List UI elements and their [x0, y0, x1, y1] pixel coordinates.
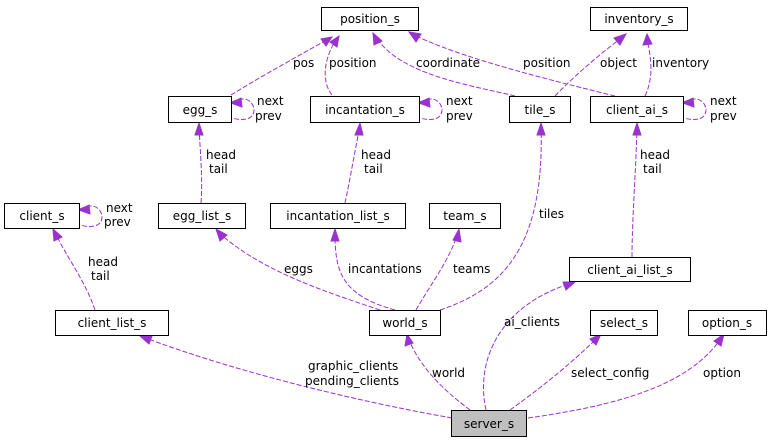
edge-tile-object [554, 33, 628, 97]
edge-server-world [404, 332, 471, 411]
edge-label-egg-pos: pos [293, 56, 314, 70]
edge-world-incantations [330, 227, 396, 311]
edge-egg-self [229, 97, 255, 121]
edge-label-server-select-config: select_config [571, 366, 649, 380]
edge-world-teams [415, 227, 462, 311]
node-label: team_s [443, 209, 486, 223]
edge-server-clients [138, 335, 453, 419]
node-client-s[interactable]: client_s [4, 203, 80, 229]
edge-label-client-ai-list-tail: tail [643, 162, 662, 176]
node-label: incantation_list_s [286, 209, 389, 223]
edge-label-egg-list-head: head [206, 148, 236, 162]
edge-client-ai-self [681, 97, 707, 121]
node-label: incantation_s [325, 103, 405, 117]
edge-label-world-eggs: eggs [284, 262, 313, 276]
node-tile-s[interactable]: tile_s [509, 96, 571, 123]
edge-client-ai-position [407, 31, 616, 97]
node-client-ai-list-s[interactable]: client_ai_list_s [569, 257, 691, 282]
edge-label-egg-list-tail: tail [209, 162, 228, 176]
node-label: position_s [340, 12, 400, 26]
edge-label-client-next: next [106, 201, 133, 215]
node-client-list-s[interactable]: client_list_s [55, 310, 169, 336]
edge-label-incantation-next: next [446, 94, 473, 108]
edge-incantation-list-head [344, 121, 364, 204]
edge-client-ai-list-head [631, 121, 642, 258]
edge-label-tile-coordinate: coordinate [416, 56, 480, 70]
node-world-s[interactable]: world_s [369, 310, 441, 336]
node-inventory-s[interactable]: inventory_s [590, 7, 688, 31]
edge-label-incantation-position: position [329, 56, 377, 70]
node-label: client_ai_s [606, 103, 668, 117]
node-label: egg_s [183, 103, 218, 117]
edge-egg-list-head [194, 121, 204, 204]
node-incantation-s[interactable]: incantation_s [310, 96, 420, 123]
edge-label-egg-next: next [257, 94, 284, 108]
edge-label-client-ai-prev: prev [710, 109, 737, 123]
edge-label-server-pending-clients: pending_clients [305, 374, 399, 388]
edge-label-client-list-tail: tail [91, 269, 110, 283]
edge-label-client-ai-list-head: head [640, 148, 670, 162]
edge-client-self [77, 204, 103, 228]
edge-label-egg-prev: prev [255, 109, 282, 123]
edge-label-incantation-prev: prev [446, 109, 473, 123]
edge-egg-pos [230, 36, 334, 96]
node-label: inventory_s [604, 12, 673, 26]
edge-label-incantation-list-head: head [361, 148, 391, 162]
edge-tile-coordinate [372, 31, 516, 97]
edge-client-ai-inventory [642, 32, 653, 97]
node-position-s[interactable]: position_s [321, 7, 419, 31]
edge-label-world-incantations: incantations [348, 262, 422, 276]
node-label: select_s [600, 316, 648, 330]
node-label: client_list_s [78, 316, 147, 330]
node-label: server_s [464, 417, 514, 431]
edge-label-server-option: option [703, 366, 741, 380]
node-label: option_s [702, 316, 752, 330]
node-label: tile_s [524, 103, 555, 117]
edge-label-world-tiles: tiles [539, 207, 564, 221]
node-option-s[interactable]: option_s [688, 310, 767, 336]
edge-label-server-ai-clients: ai_clients [504, 315, 560, 329]
edge-label-client-prev: prev [104, 215, 131, 229]
edge-label-client-ai-position: position [523, 56, 571, 70]
node-egg-s[interactable]: egg_s [168, 96, 232, 123]
edge-incantation-self [417, 97, 443, 121]
edge-label-client-ai-inventory: inventory [652, 56, 709, 70]
edge-server-option [527, 332, 725, 419]
edge-label-incantation-list-tail: tail [364, 162, 383, 176]
node-label: world_s [382, 316, 427, 330]
edge-server-ai-clients [483, 281, 577, 411]
node-select-s[interactable]: select_s [590, 310, 658, 336]
edge-world-tiles [439, 121, 546, 311]
node-label: client_ai_list_s [587, 263, 673, 277]
node-client-ai-s[interactable]: client_ai_s [590, 96, 684, 123]
edge-label-world-teams: teams [453, 262, 490, 276]
edge-client-list-head [52, 227, 96, 311]
edge-label-server-graphic-clients: graphic_clients [308, 359, 398, 373]
node-team-s[interactable]: team_s [429, 203, 501, 229]
edge-incantation-position [324, 34, 340, 96]
node-egg-list-s[interactable]: egg_list_s [158, 203, 246, 229]
edge-server-select-config [509, 332, 603, 411]
edge-world-eggs [215, 227, 381, 311]
node-incantation-list-s[interactable]: incantation_list_s [270, 203, 406, 229]
node-server-s[interactable]: server_s [451, 410, 527, 437]
edge-label-client-list-head: head [88, 255, 118, 269]
edge-label-server-world: world [432, 366, 465, 380]
edge-label-client-ai-next: next [710, 94, 737, 108]
edge-label-tile-object: object [600, 56, 637, 70]
node-label: client_s [19, 209, 64, 223]
node-label: egg_list_s [173, 209, 232, 223]
